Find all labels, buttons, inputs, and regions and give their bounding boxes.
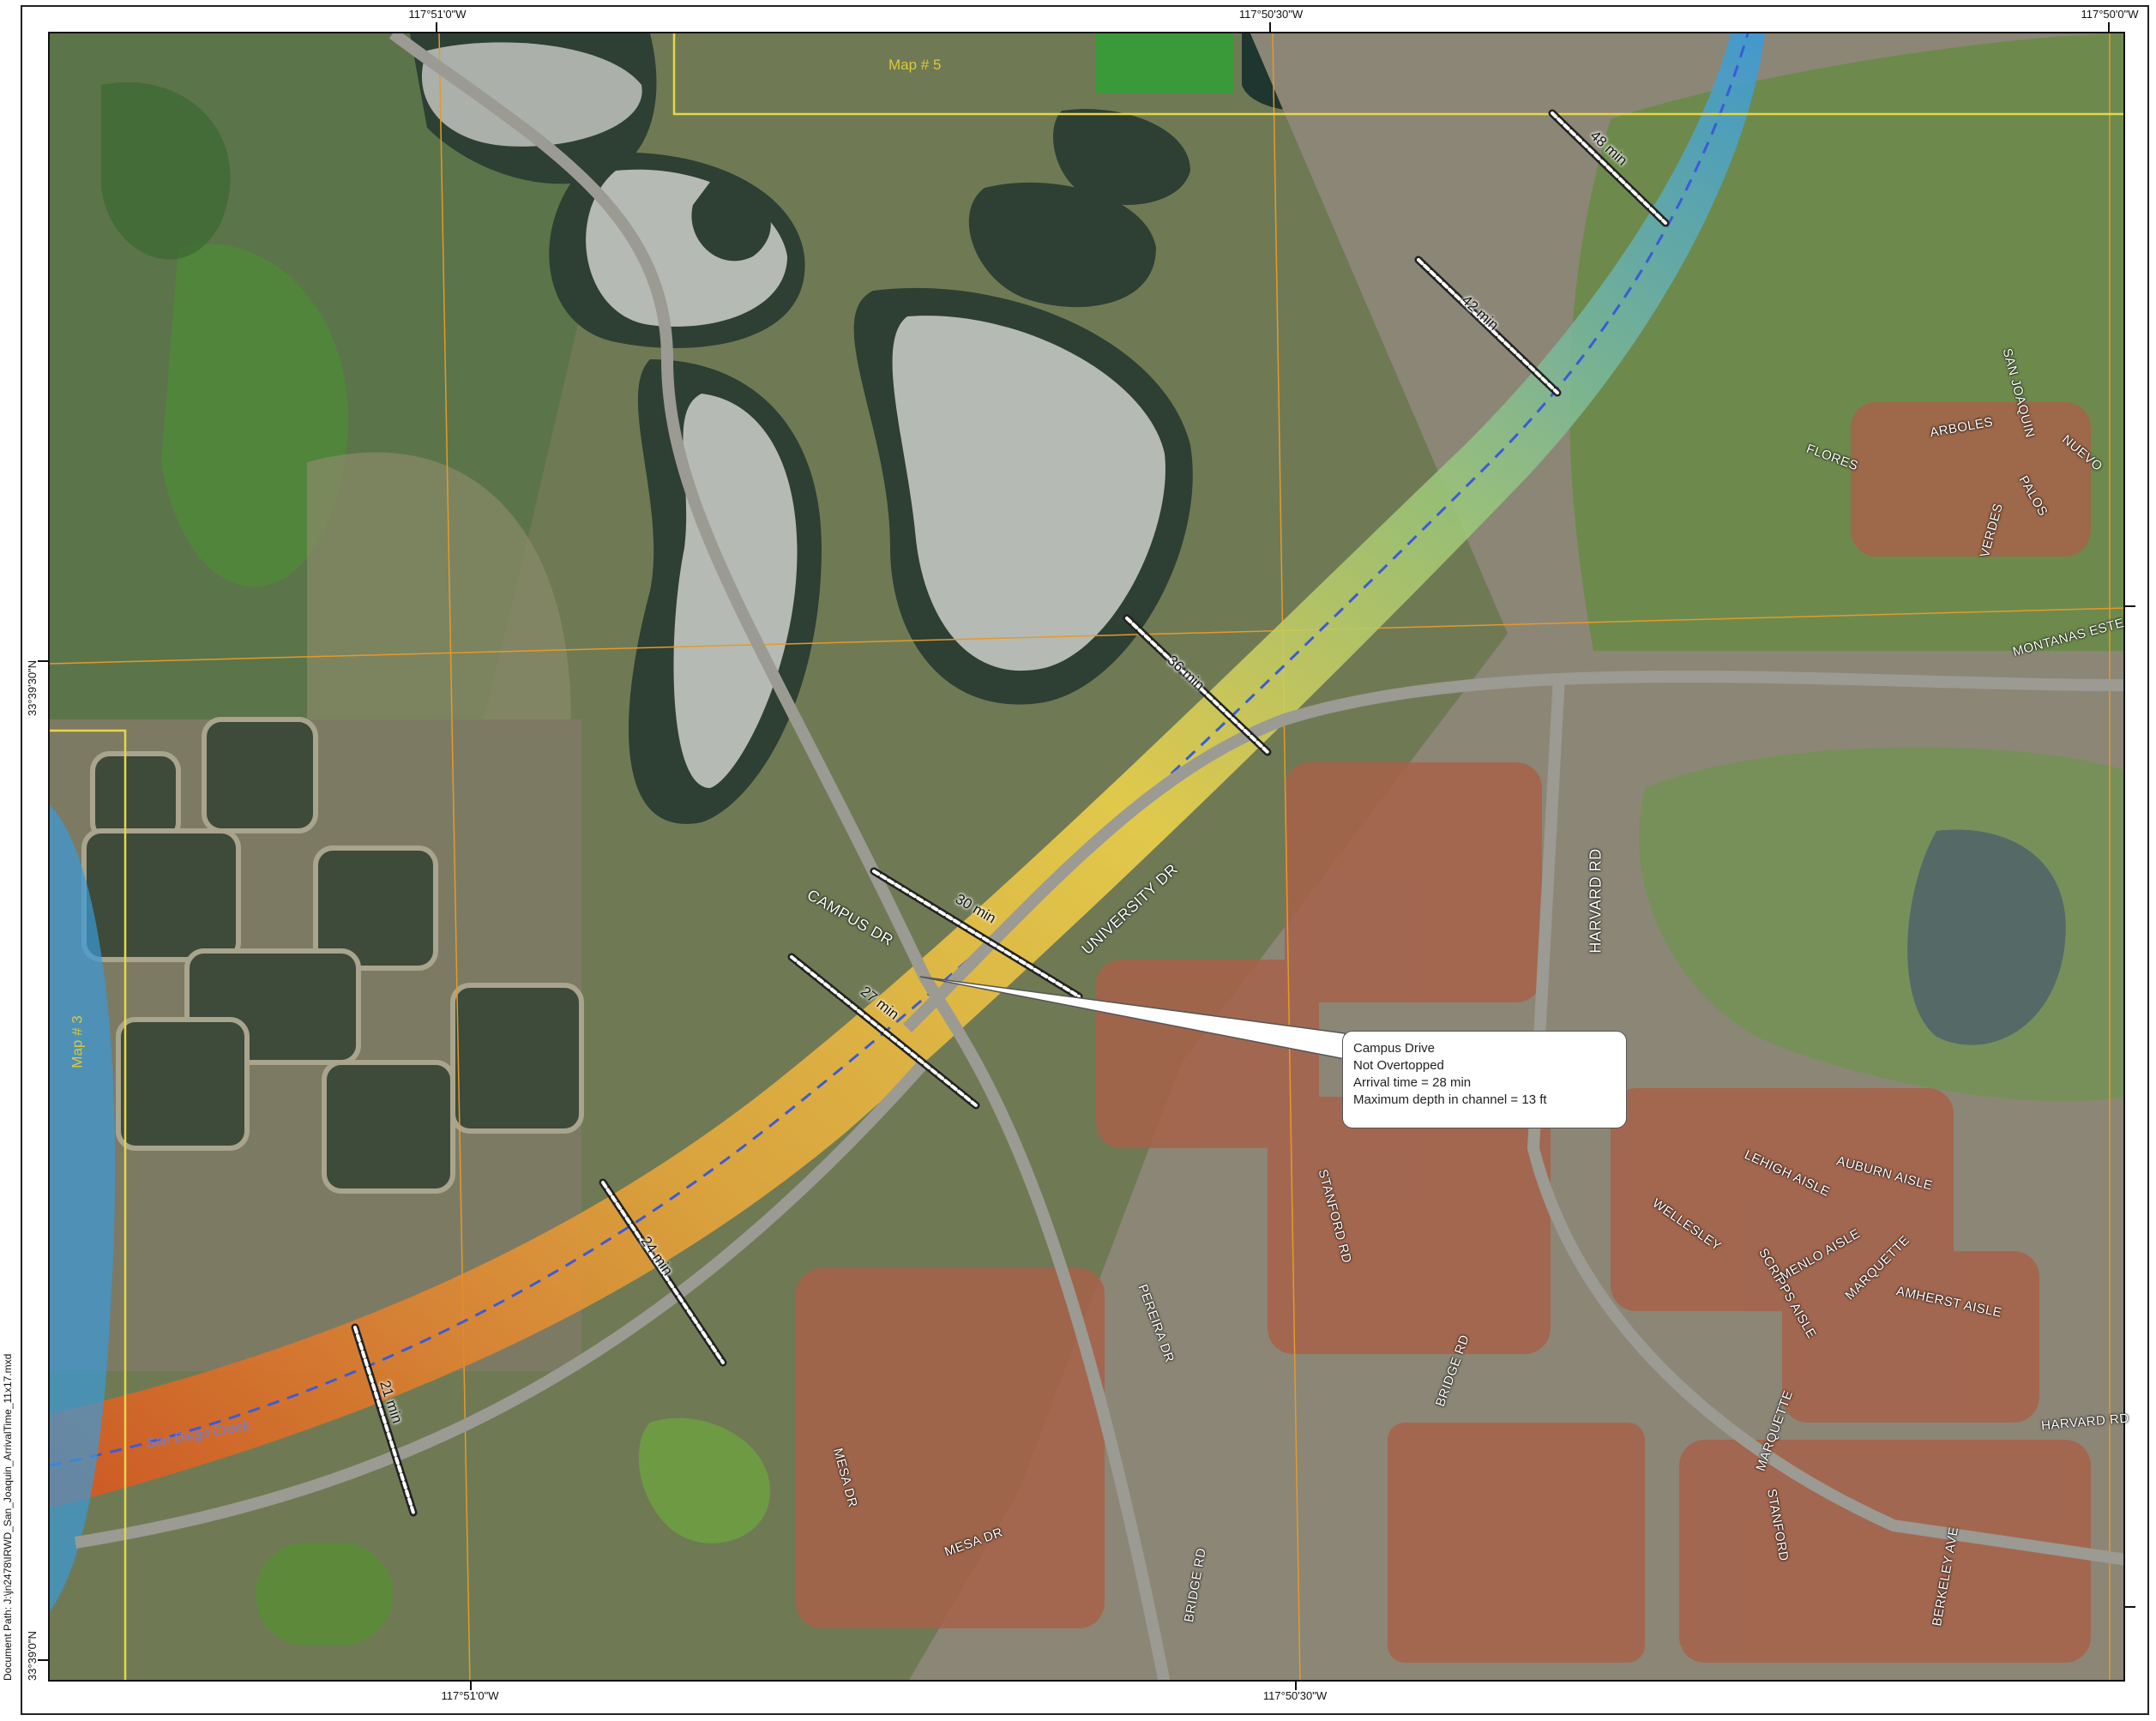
baseball-field [638,1417,770,1543]
wetland-green-2 [101,81,231,260]
lat-label-left-1: 33°39'30"N [26,659,39,716]
map-reference-3[interactable]: Map # 3 [69,1015,86,1068]
page-border [21,5,2149,1715]
major-roads [74,33,2123,1680]
map-reference-5[interactable]: Map # 5 [888,57,942,73]
track-field [256,1543,393,1646]
map-reference-boxes [50,33,2123,1680]
lon-label-top-1: 117°51'0"W [408,8,467,21]
lon-label-top-2: 117°50'30"W [1238,8,1304,21]
lon-label-bottom-1: 117°51'0"W [441,1689,499,1702]
callout-max-depth: Maximum depth in channel = 13 ft [1353,1092,1547,1107]
tick-mark-right-2 [2125,1606,2135,1608]
residential-roofs [796,402,2091,1663]
map-frame[interactable] [48,32,2125,1682]
settling-ponds [81,717,584,1194]
park-lake [1907,829,2066,1045]
arrival-time-bars-inner [353,111,1667,1514]
inundation-west [50,805,116,1611]
callout-title: Campus Drive [1353,1041,1436,1056]
wetland-green [161,244,348,587]
callout-arrival-time: Arrival time = 28 min [1353,1075,1472,1090]
campus-drive-callout[interactable]: Campus Drive Not Overtopped Arrival time… [1342,1031,1627,1128]
callout-status: Not Overtopped [1353,1058,1444,1073]
street-harvard-rd: HARVARD RD [1587,848,1605,954]
tick-mark-top-3 [2108,22,2110,33]
lat-label-left-2: 33°39'0"N [26,1631,39,1681]
tick-mark-bottom-1 [470,1682,472,1690]
tick-mark-top-2 [1269,22,1271,33]
tick-mark-left-1 [38,660,48,662]
lon-label-bottom-2: 117°50'30"W [1262,1689,1328,1702]
golf-course [1569,33,2123,651]
tick-mark-left-2 [38,1659,48,1661]
aerial-map [50,33,2123,1680]
tick-mark-right-1 [2125,605,2135,607]
coordinate-grid [50,33,2123,1680]
tick-mark-bottom-2 [1295,1682,1297,1690]
tick-mark-top-1 [436,22,437,33]
lon-label-top-3: 117°50'0"W [2081,8,2139,21]
document-path: Document Path: J:\jn2478\IRWD_San_Joaqui… [2,1353,14,1681]
